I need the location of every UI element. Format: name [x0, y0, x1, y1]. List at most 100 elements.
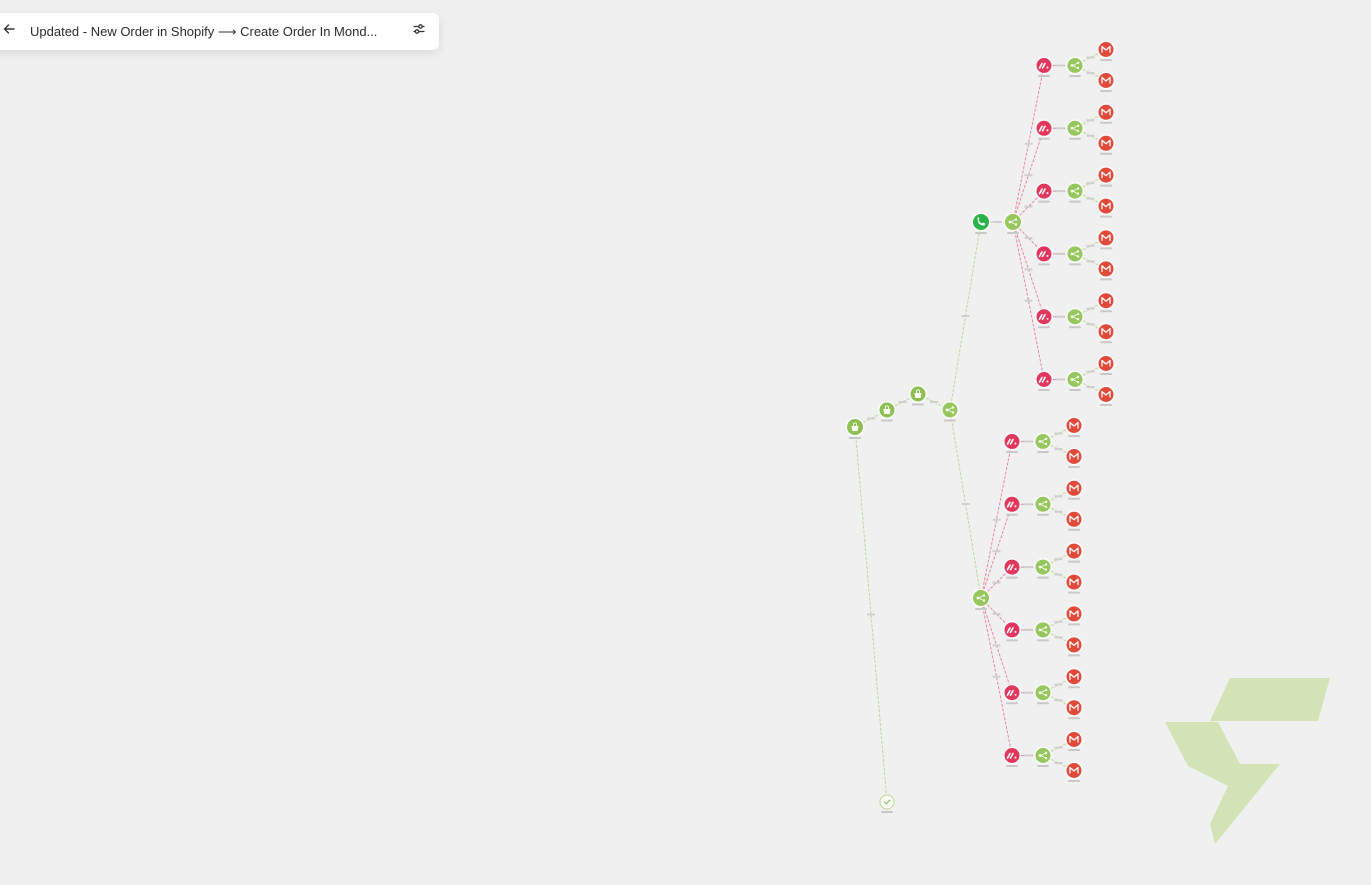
module-upper-row-2-gmail-b[interactable]: [1097, 134, 1115, 155]
gmail-icon: [1069, 547, 1079, 555]
connection-label: [1086, 134, 1095, 137]
connection-line[interactable]: [980, 504, 1013, 599]
module-label: [1068, 780, 1080, 782]
module-label: [1006, 765, 1018, 767]
gmail-icon: [1101, 328, 1111, 335]
connection-label: [1054, 432, 1063, 435]
module-upper-row-3-monday[interactable]: [1035, 182, 1053, 203]
module-lower-row-6-gmail-a[interactable]: [1065, 730, 1083, 752]
connection-label: [1054, 762, 1063, 764]
module-lower-row-6-router[interactable]: [1034, 746, 1052, 768]
module-lower-row-2-gmail-a[interactable]: [1065, 479, 1083, 500]
module-label: [1100, 184, 1112, 187]
module-upper-row-6-gmail-b[interactable]: [1097, 385, 1115, 407]
module-upper-row-1-gmail-b[interactable]: [1097, 71, 1115, 93]
module-phone-node[interactable]: [971, 212, 991, 235]
module-lower-row-5-gmail-a[interactable]: [1065, 667, 1083, 689]
module-lower-row-2-gmail-b[interactable]: [1065, 510, 1083, 531]
module-upper-row-3-gmail-a[interactable]: [1097, 166, 1115, 187]
module-upper-row-3-gmail-b[interactable]: [1097, 197, 1115, 218]
module-lower-row-1-gmail-a[interactable]: [1065, 416, 1083, 438]
connection-label: [1086, 370, 1095, 373]
connection-label: [1024, 299, 1033, 302]
module-lower-row-4-router[interactable]: [1034, 620, 1052, 642]
monday-icon: [1006, 627, 1017, 634]
module-upper-row-5-gmail-a[interactable]: [1097, 291, 1115, 313]
module-lower-row-6-monday[interactable]: [1003, 746, 1021, 768]
phone-icon: [977, 216, 986, 226]
connection-label: [898, 401, 907, 403]
connection-label: [992, 550, 1001, 553]
module-upper-row-5-monday[interactable]: [1035, 307, 1053, 329]
module-upper-row-5-gmail-b[interactable]: [1097, 322, 1115, 344]
module-upper-row-4-monday[interactable]: [1035, 244, 1053, 266]
scenario-title[interactable]: Updated - New Order in Shopify ⟶ Create …: [30, 23, 378, 39]
module-lower-row-1-router[interactable]: [1034, 432, 1052, 454]
module-upper-row-2-gmail-a[interactable]: [1097, 103, 1115, 124]
gmail-icon: [1101, 359, 1111, 367]
module-upper-row-3-router[interactable]: [1066, 182, 1084, 203]
module-lower-row-2-monday[interactable]: [1003, 495, 1021, 516]
module-upper-row-2-monday[interactable]: [1035, 119, 1053, 140]
module-flow-end[interactable]: [879, 794, 895, 813]
connection-label: [1086, 244, 1095, 247]
module-upper-row-5-router[interactable]: [1066, 307, 1084, 329]
module-upper-row-4-router[interactable]: [1066, 244, 1084, 266]
module-upper-row-4-gmail-a[interactable]: [1097, 228, 1115, 250]
connection-label: [1055, 252, 1064, 255]
module-shopify-step-3[interactable]: [909, 385, 927, 406]
connection-label: [1024, 236, 1033, 239]
module-lower-row-3-monday[interactable]: [1003, 558, 1021, 579]
module-upper-row-2-router[interactable]: [1066, 119, 1084, 140]
connection-line[interactable]: [980, 441, 1013, 599]
connection-label: [1054, 699, 1063, 702]
connection-label: [1023, 503, 1032, 506]
connection-line[interactable]: [1012, 65, 1045, 223]
module-lower-row-3-gmail-a[interactable]: [1065, 542, 1083, 563]
connection-label: [1054, 683, 1063, 686]
module-label: [1100, 90, 1112, 92]
module-shopify-step-2[interactable]: [878, 401, 896, 422]
module-lower-row-1-monday[interactable]: [1003, 432, 1021, 454]
module-lower-row-4-monday[interactable]: [1003, 620, 1021, 642]
module-label: [1068, 749, 1080, 751]
module-lower-row-5-monday[interactable]: [1003, 683, 1021, 705]
module-upper-row-6-monday[interactable]: [1035, 370, 1053, 392]
module-upper-row-1-router[interactable]: [1066, 56, 1084, 78]
gmail-icon: [1069, 735, 1079, 743]
module-router-lower[interactable]: [971, 588, 991, 611]
module-shopify-trigger[interactable]: [845, 417, 865, 440]
shopify-bag-icon: [883, 405, 891, 414]
module-upper-row-4-gmail-b[interactable]: [1097, 259, 1115, 281]
module-lower-row-5-gmail-b[interactable]: [1065, 698, 1083, 720]
module-upper-row-1-gmail-a[interactable]: [1097, 40, 1115, 62]
router-icon: [1070, 124, 1080, 132]
module-lower-row-5-router[interactable]: [1034, 683, 1052, 705]
module-lower-row-2-router[interactable]: [1034, 495, 1052, 516]
module-upper-row-6-router[interactable]: [1066, 370, 1084, 392]
module-upper-row-1-monday[interactable]: [1035, 56, 1053, 78]
module-label: [1100, 59, 1112, 61]
module-lower-row-3-router[interactable]: [1034, 558, 1052, 579]
router-icon: [1008, 218, 1018, 226]
connection-label: [1086, 119, 1095, 122]
arrow-left-icon: [2, 22, 16, 41]
module-lower-row-4-gmail-b[interactable]: [1065, 635, 1083, 657]
module-upper-row-6-gmail-a[interactable]: [1097, 354, 1115, 376]
module-router-main[interactable]: [941, 401, 959, 422]
gmail-icon: [1069, 704, 1079, 711]
monday-icon: [1006, 501, 1017, 508]
scenario-settings-button[interactable]: [399, 13, 439, 50]
back-button[interactable]: [0, 13, 24, 50]
module-lower-row-6-gmail-b[interactable]: [1065, 761, 1083, 783]
module-router-upper[interactable]: [1003, 212, 1023, 235]
module-lower-row-4-gmail-a[interactable]: [1065, 604, 1083, 626]
module-lower-row-1-gmail-b[interactable]: [1065, 447, 1083, 469]
module-label: [1038, 326, 1050, 329]
gmail-icon: [1101, 139, 1111, 147]
module-lower-row-3-gmail-b[interactable]: [1065, 573, 1083, 594]
module-label: [1068, 717, 1080, 720]
connection-line[interactable]: [1012, 128, 1045, 223]
module-label: [881, 419, 893, 422]
